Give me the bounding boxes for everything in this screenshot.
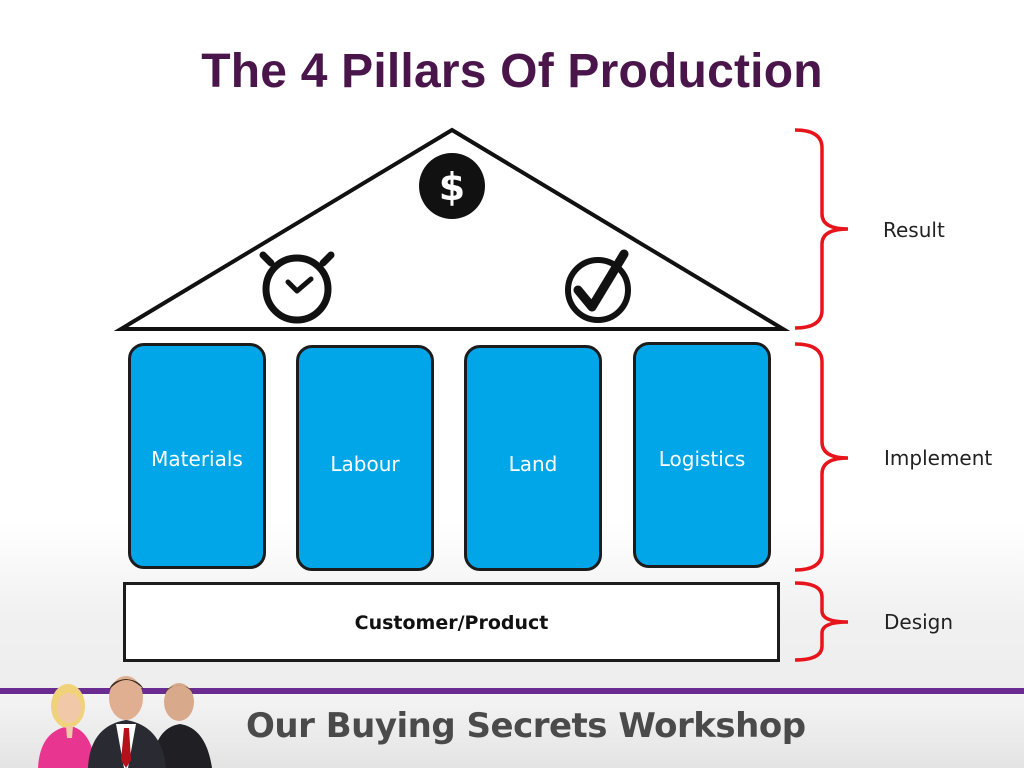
pillar-materials: Materials	[128, 343, 266, 569]
roof-triangle	[113, 127, 791, 331]
dollar-icon-glyph: $	[439, 165, 465, 209]
bracket-result	[794, 128, 849, 330]
base-label: Customer/Product	[354, 612, 549, 634]
checkmark-circle-icon	[565, 249, 631, 323]
footer-divider	[0, 688, 1024, 694]
presenter-left	[38, 684, 96, 768]
presenters-photo	[38, 676, 212, 768]
pillar-land: Land	[464, 345, 602, 571]
pillar-logistics: Logistics	[633, 342, 771, 568]
pillar-label: Logistics	[658, 447, 746, 471]
footer-title: Our Buying Secrets Workshop	[246, 706, 806, 746]
pillar-label: Materials	[151, 447, 243, 471]
base-customer-product: Customer/Product	[123, 582, 780, 662]
level-label-design: Design	[884, 610, 954, 634]
stopwatch-icon	[259, 251, 335, 324]
bracket-implement	[794, 342, 849, 572]
pillar-labour: Labour	[296, 345, 434, 571]
slide-title: The 4 Pillars Of Production	[201, 45, 823, 98]
bracket-design	[794, 581, 849, 662]
level-label-implement: Implement	[884, 446, 993, 470]
presenter-right	[152, 683, 212, 768]
level-label-result: Result	[883, 218, 945, 242]
presenter-center	[88, 676, 166, 768]
dollar-icon: $	[419, 153, 485, 219]
pillar-label: Labour	[330, 452, 400, 476]
pillar-label: Land	[508, 452, 558, 476]
